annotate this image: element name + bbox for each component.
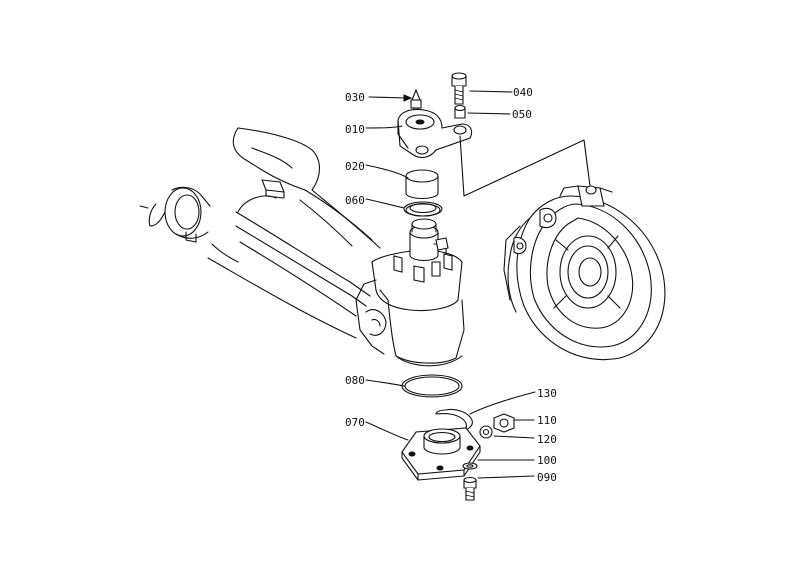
top-bracket-assembly xyxy=(397,72,473,217)
label-020: 020 xyxy=(345,160,365,173)
wheel-hub xyxy=(503,185,666,361)
label-010: 010 xyxy=(345,123,365,136)
label-080: 080 xyxy=(345,374,365,387)
axle-housing xyxy=(139,127,381,339)
assembly-reference-line xyxy=(459,135,591,197)
label-130: 130 xyxy=(537,387,557,400)
label-060: 060 xyxy=(345,194,365,207)
lower-parts xyxy=(401,374,515,501)
label-110: 110 xyxy=(537,414,557,427)
label-050: 050 xyxy=(512,108,532,121)
steering-knuckle-case xyxy=(355,218,465,367)
leader-lines xyxy=(365,90,536,479)
label-090: 090 xyxy=(537,471,557,484)
label-100: 100 xyxy=(537,454,557,467)
part-number-labels: 030 010 020 060 040 050 080 070 130 110 … xyxy=(345,86,557,484)
label-070: 070 xyxy=(345,416,365,429)
label-030: 030 xyxy=(345,91,365,104)
label-120: 120 xyxy=(537,433,557,446)
label-040: 040 xyxy=(513,86,533,99)
